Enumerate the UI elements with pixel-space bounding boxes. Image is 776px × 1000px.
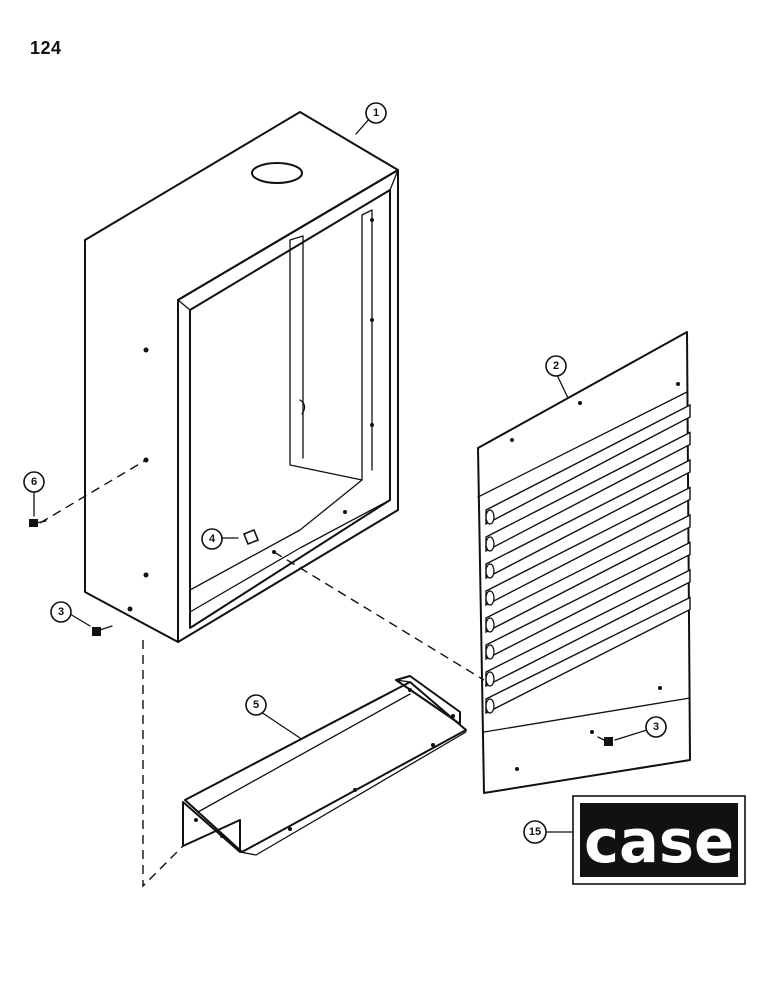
leader-lines [33,117,648,833]
callout-6: 6 [23,471,45,493]
callout-15: 15 [523,820,547,844]
svg-text:5: 5 [253,699,259,711]
page-number: 124 [30,38,62,58]
housing-box [84,111,399,643]
louvered-grille [477,331,691,794]
svg-text:2: 2 [553,360,559,372]
assembly-lines [39,459,485,888]
louver-end-cap [485,590,495,606]
louver-end-cap [485,671,495,687]
louver-end-cap [485,536,495,552]
svg-text:1: 1 [373,107,379,119]
louver-end-cap [485,617,495,633]
svg-text:4: 4 [209,533,216,545]
louver-end-cap [485,563,495,579]
top-hole [251,162,303,184]
callout-3-right: 3 [645,716,667,738]
louver-end-cap [485,644,495,660]
bottom-tray [182,675,467,856]
callout-4: 4 [201,528,223,550]
nut-4 [242,528,260,546]
bolt-3-right [597,736,613,746]
callout-5: 5 [245,694,267,716]
callout-3-left: 3 [50,601,72,623]
svg-text:6: 6 [31,476,37,488]
callout-1: 1 [365,102,387,124]
svg-text:15: 15 [529,826,541,838]
case-decal: case [572,795,746,885]
callout-2: 2 [545,355,567,377]
louver-end-cap [485,509,495,525]
bolt-3-left [92,625,113,636]
svg-text:3: 3 [653,721,659,733]
louver-end-cap [485,698,495,714]
svg-text:3: 3 [58,606,64,618]
case-logo-text: case [584,807,734,877]
